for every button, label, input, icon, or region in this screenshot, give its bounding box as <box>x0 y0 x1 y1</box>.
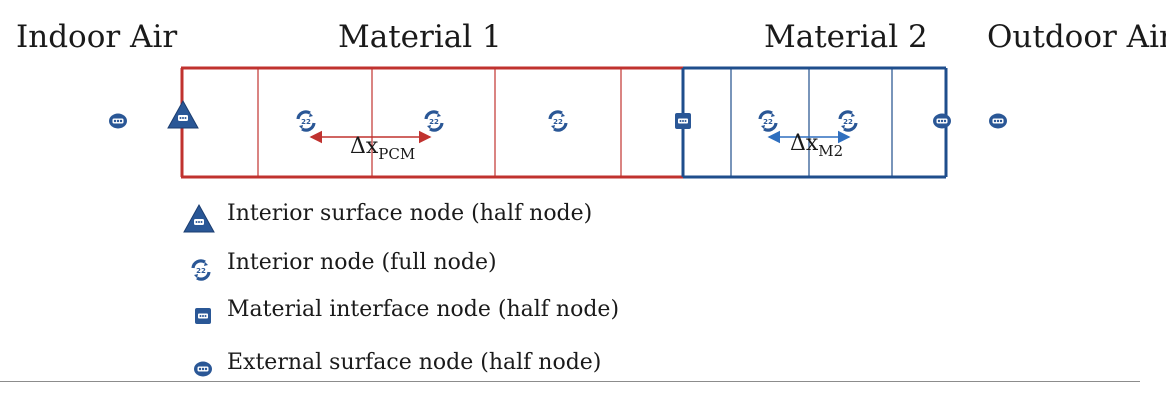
indoor-air-label: Indoor Air <box>16 19 178 55</box>
m2-spacing-subscript: M2 <box>818 142 844 160</box>
material-1-label: Material 1 <box>338 19 502 55</box>
interior-node-3 <box>548 110 568 132</box>
pcm-spacing-label: ΔxPCM <box>350 136 415 162</box>
interior-node-2 <box>424 110 444 132</box>
outdoor-air-node <box>989 113 1007 129</box>
legend-triangle-icon <box>183 204 215 233</box>
pcm-spacing-subscript: PCM <box>378 145 416 163</box>
material-interface-node <box>675 113 691 129</box>
legend-circle-icon <box>194 361 212 377</box>
interior-node-5 <box>838 110 858 132</box>
outdoor-air-label: Outdoor Air <box>987 19 1166 55</box>
legend-square-icon <box>195 308 211 324</box>
legend-swirl-icon <box>191 259 211 281</box>
material-1-layer <box>180 66 683 179</box>
interior-node-4 <box>758 110 778 132</box>
legend-interior-label: Interior node (full node) <box>227 250 497 275</box>
m2-spacing-label: ΔxM2 <box>790 133 843 159</box>
interior-node-1 <box>296 110 316 132</box>
indoor-air-node <box>109 113 127 129</box>
pcm-spacing-symbol: Δx <box>350 134 379 159</box>
interior-surface-node <box>167 100 199 129</box>
legend-external-surface-label: External surface node (half node) <box>227 350 602 375</box>
material-2-layer <box>681 66 948 179</box>
material-2-label: Material 2 <box>764 19 928 55</box>
m2-spacing-symbol: Δx <box>790 131 819 156</box>
external-surface-node <box>933 113 951 129</box>
legend-interior-surface-label: Interior surface node (half node) <box>227 201 593 226</box>
legend-material-interface-label: Material interface node (half node) <box>227 297 620 322</box>
bottom-divider <box>0 381 1140 382</box>
